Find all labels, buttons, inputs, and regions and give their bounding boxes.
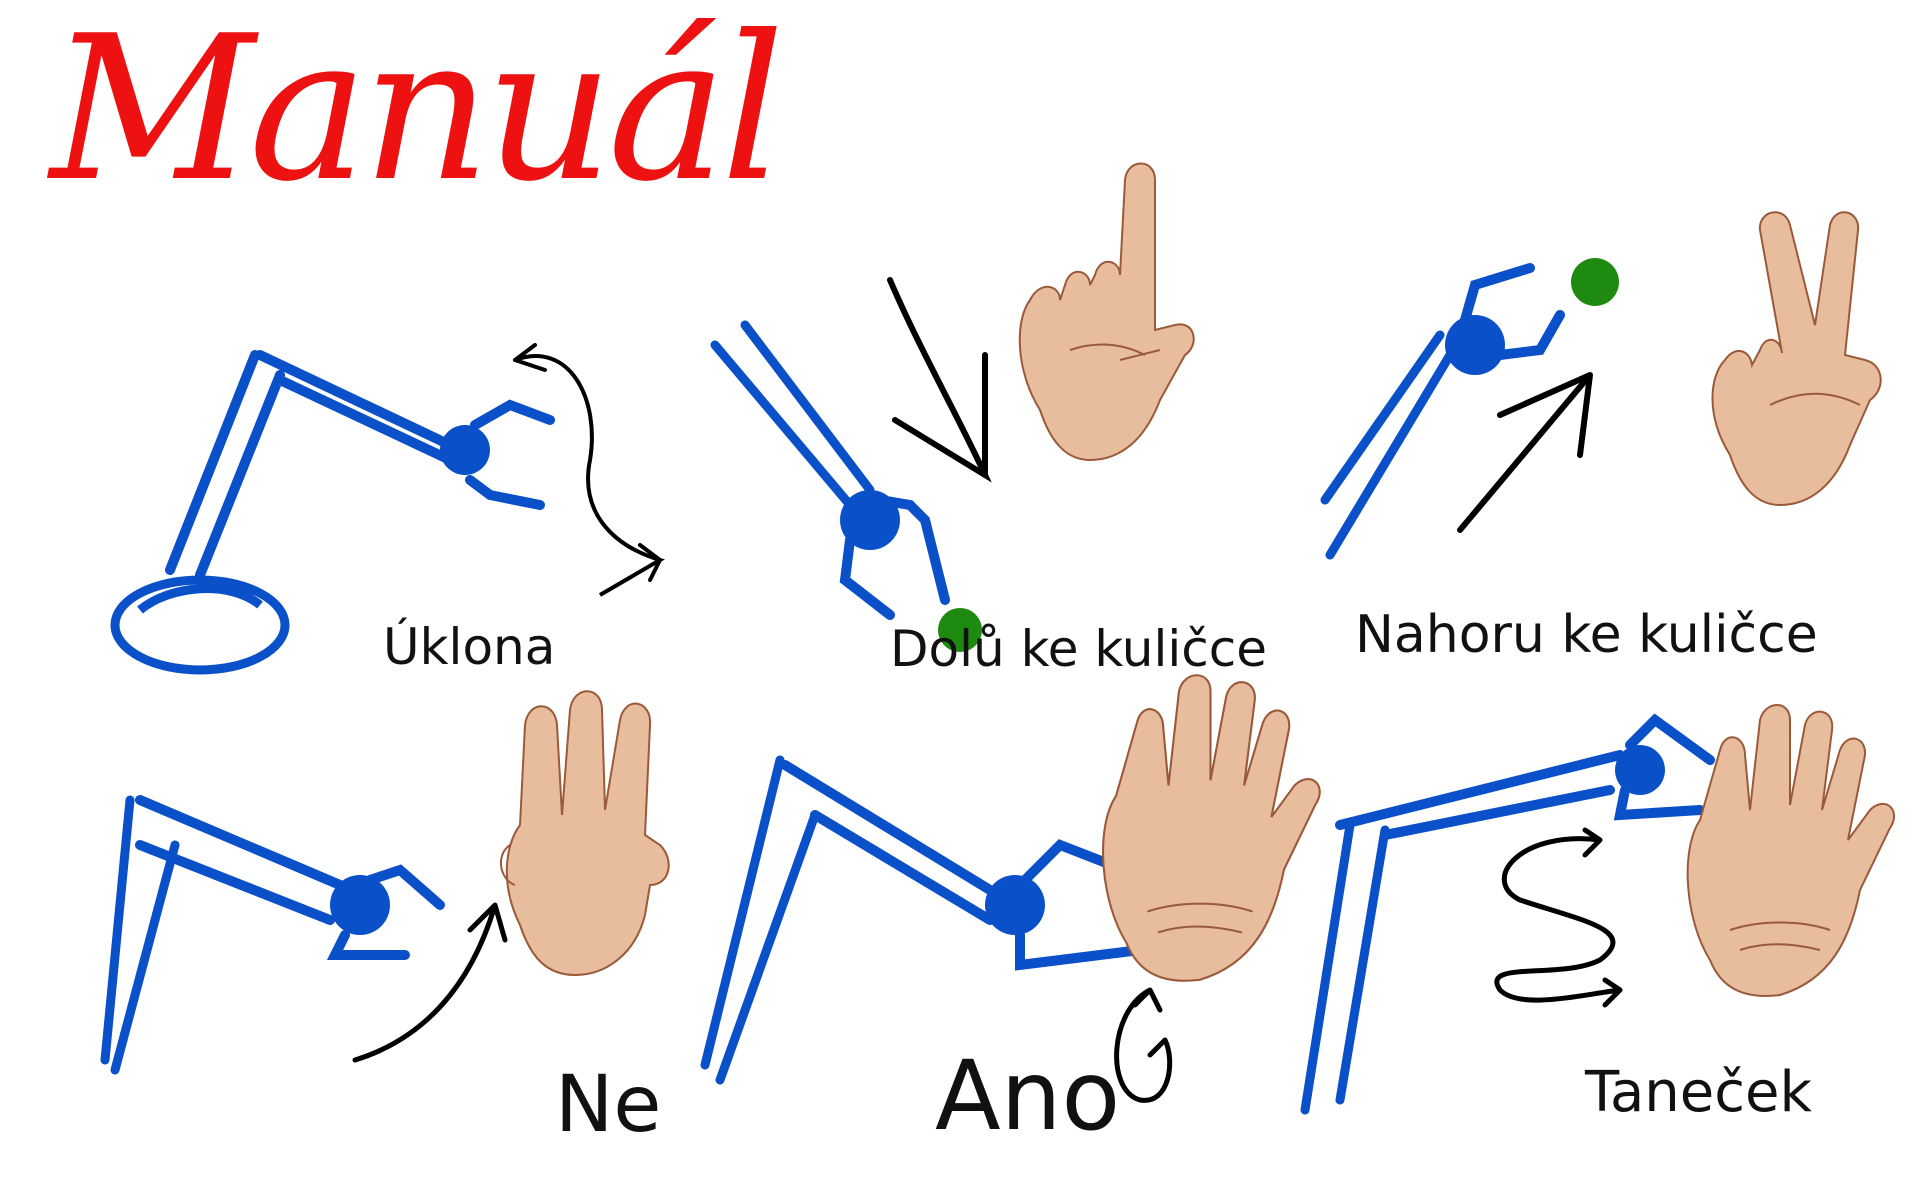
gesture-dolu-illustration bbox=[710, 162, 1195, 652]
label-ano: Ano bbox=[935, 1040, 1121, 1152]
label-ne: Ne bbox=[555, 1060, 662, 1150]
green-ball bbox=[938, 608, 982, 652]
label-uklona: Úklona bbox=[383, 618, 556, 676]
gesture-tanecek-illustration bbox=[1300, 704, 1896, 1115]
green-ball-2 bbox=[1571, 258, 1619, 306]
manual-title: Manuál bbox=[50, 0, 785, 226]
label-dolu-ke-kulicce: Dolů ke kuličce bbox=[890, 620, 1268, 678]
gesture-uklona-illustration bbox=[110, 343, 665, 675]
label-tanecek: Taneček bbox=[1585, 1060, 1812, 1125]
gesture-ne-illustration bbox=[100, 690, 670, 1075]
gesture-nahoru-illustration bbox=[1320, 211, 1882, 560]
gesture-ano-illustration bbox=[700, 674, 1321, 1103]
label-nahoru-ke-kulicce: Nahoru ke kuličce bbox=[1355, 605, 1818, 665]
